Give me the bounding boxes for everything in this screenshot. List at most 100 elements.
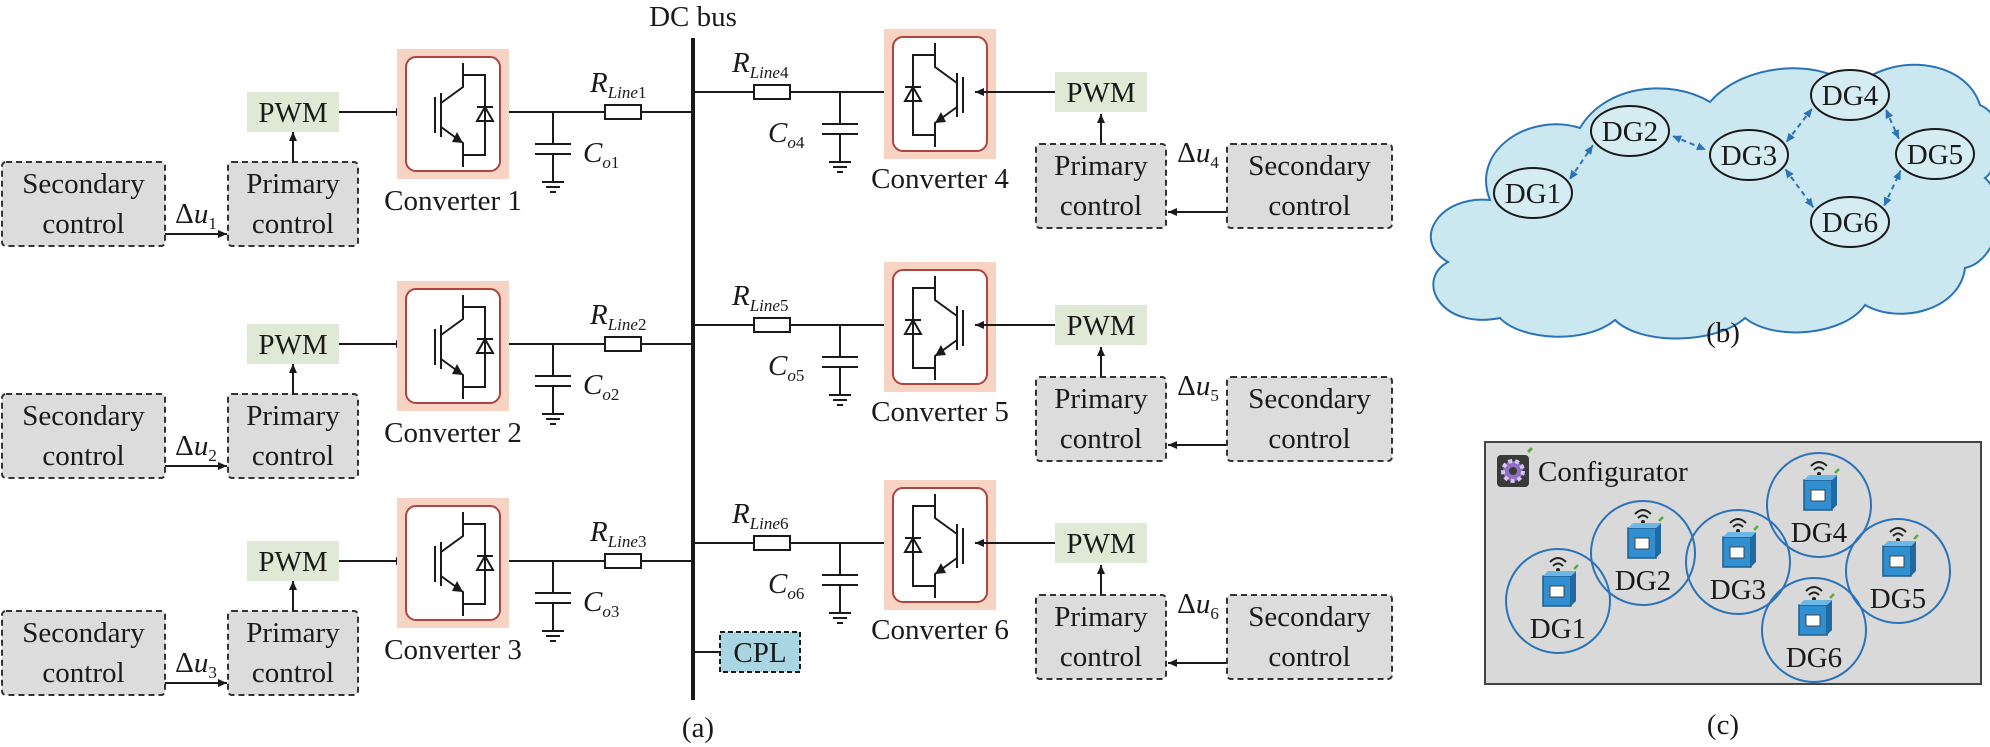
device-dg4: DG4	[1766, 452, 1872, 558]
pwm-label-6: PWM	[1066, 528, 1135, 560]
secondary-control-1-line1: Secondary	[22, 168, 145, 200]
gear-icon	[1497, 446, 1534, 487]
device-label: DG5	[1870, 583, 1926, 615]
c-label-2: Co2	[583, 369, 619, 404]
secondary-control-5-line1: Secondary	[1248, 383, 1371, 415]
secondary-control-2-line2: control	[42, 440, 124, 472]
primary-control-4-line1: Primary	[1054, 150, 1148, 182]
delta-u-label-4: Δu4	[1177, 137, 1219, 172]
caption-b: (b)	[1706, 317, 1740, 349]
range-circle	[1505, 548, 1611, 654]
converter-2	[397, 281, 509, 411]
graph-node-label: DG4	[1822, 80, 1879, 112]
comm-link-2	[1672, 135, 1707, 151]
converter-name-2: Converter 2	[384, 417, 522, 449]
secondary-control-6: Secondary control	[1226, 594, 1393, 680]
device-dg1: DG1	[1505, 548, 1611, 654]
device-box-icon	[1542, 564, 1579, 607]
pwm-block-2: PWM	[247, 324, 339, 364]
graph-node-label: DG3	[1721, 140, 1777, 172]
primary-control-4-line2: control	[1060, 190, 1142, 222]
converter-name-6: Converter 6	[871, 614, 1009, 646]
pwm-label-5: PWM	[1066, 310, 1135, 342]
converter-name-3: Converter 3	[384, 634, 522, 666]
device-dg3: DG3	[1685, 509, 1791, 615]
graph-node-dg3: DG3	[1709, 129, 1789, 181]
pwm-label-1: PWM	[258, 97, 327, 129]
converter-5	[884, 262, 996, 392]
comm-link-1	[1569, 144, 1594, 180]
primary-control-4: Primary control	[1035, 143, 1167, 229]
pwm-block-6: PWM	[1055, 523, 1147, 563]
delta-u-label-5: Δu5	[1177, 370, 1219, 405]
device-label: DG6	[1786, 642, 1842, 674]
secondary-control-5: Secondary control	[1226, 376, 1393, 462]
device-dg6: DG6	[1761, 577, 1867, 683]
delta-u-label-2: Δu2	[175, 430, 217, 465]
caption-c: (c)	[1707, 709, 1739, 741]
device-box-icon	[1722, 525, 1759, 568]
range-circle	[1766, 452, 1872, 558]
device-label: DG4	[1791, 517, 1848, 549]
graph-node-dg5: DG5	[1895, 128, 1975, 180]
converter-name-4: Converter 4	[871, 163, 1009, 195]
primary-control-6-line1: Primary	[1054, 601, 1148, 633]
primary-control-6-line2: control	[1060, 641, 1142, 673]
device-label: DG1	[1530, 613, 1586, 645]
device-box-icon	[1803, 468, 1840, 511]
device-label: DG3	[1710, 574, 1766, 606]
c-label-1: Co1	[583, 137, 619, 172]
primary-control-2-line1: Primary	[246, 400, 340, 432]
delta-u-label-1: Δu1	[175, 198, 217, 233]
pwm-label-3: PWM	[258, 546, 327, 578]
r-line-label-1: RLine1	[589, 67, 646, 102]
pwm-label-2: PWM	[258, 329, 327, 361]
graph-node-label: DG2	[1602, 116, 1658, 148]
comm-link-6	[1883, 170, 1902, 207]
caption-a: (a)	[682, 712, 714, 744]
secondary-control-6-line2: control	[1268, 641, 1350, 673]
primary-control-2-line2: control	[252, 440, 334, 472]
converter-3	[397, 498, 509, 628]
graph-node-label: DG5	[1907, 139, 1963, 171]
graph-node-dg6: DG6	[1810, 196, 1890, 248]
range-circle	[1590, 500, 1696, 606]
c-label-5: Co5	[768, 350, 804, 385]
device-dg2: DG2	[1590, 500, 1696, 606]
graph-node-label: DG6	[1822, 207, 1878, 239]
secondary-control-5-line2: control	[1268, 423, 1350, 455]
pwm-label-4: PWM	[1066, 77, 1135, 109]
primary-control-5-line1: Primary	[1054, 383, 1148, 415]
pwm-block-4: PWM	[1055, 72, 1147, 112]
device-box-icon	[1798, 593, 1835, 636]
secondary-control-6-line1: Secondary	[1248, 601, 1371, 633]
primary-control-6: Primary control	[1035, 594, 1167, 680]
graph-node-dg4: DG4	[1810, 69, 1890, 121]
primary-control-2: Primary control	[227, 393, 359, 479]
converter-name-1: Converter 1	[384, 185, 522, 217]
secondary-control-3-line1: Secondary	[22, 617, 145, 649]
delta-u-label-3: Δu3	[175, 647, 217, 682]
graph-node-dg2: DG2	[1590, 105, 1670, 157]
primary-control-1-line1: Primary	[246, 168, 340, 200]
r-line-label-6: RLine6	[731, 498, 788, 533]
pwm-block-3: PWM	[247, 541, 339, 581]
graph-node-label: DG1	[1505, 178, 1561, 210]
cpl-label: CPL	[733, 637, 786, 669]
comm-link-5	[1784, 168, 1815, 208]
primary-control-3-line2: control	[252, 657, 334, 689]
dc-bus-label: DC bus	[649, 1, 737, 33]
graph-node-dg1: DG1	[1493, 167, 1573, 219]
converter-1	[397, 49, 509, 179]
